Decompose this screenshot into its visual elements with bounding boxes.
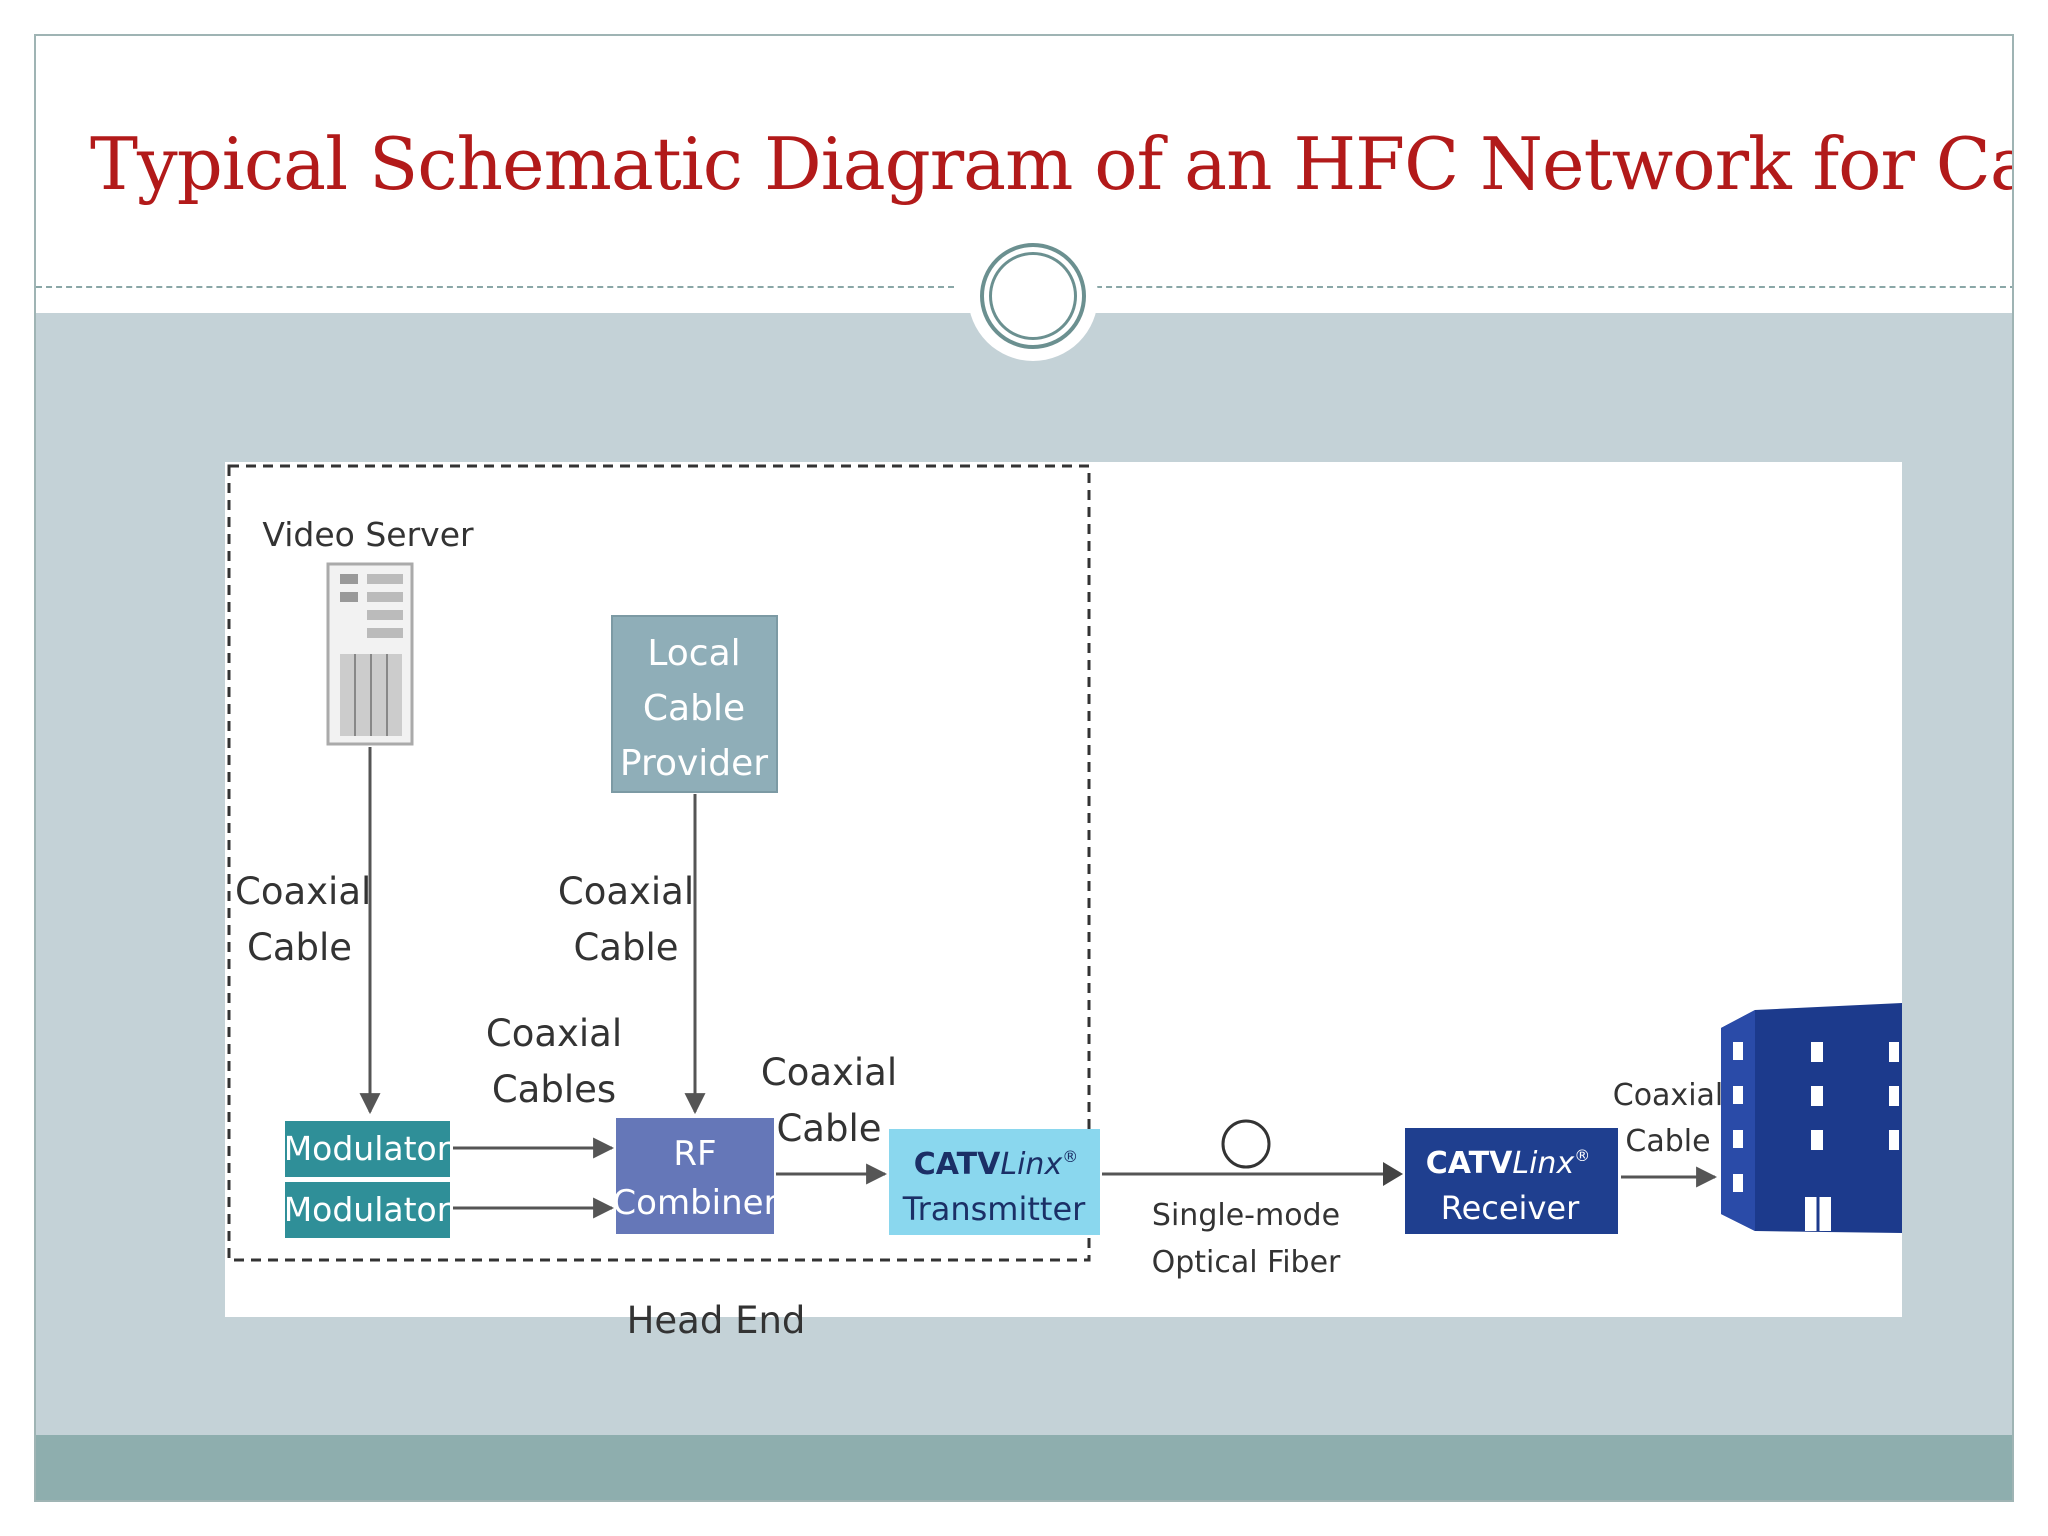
slide-title: Typical Schematic Diagram of an HFC Netw…: [90, 122, 2012, 206]
local-provider-line-2: Cable: [643, 688, 745, 729]
local-provider-line-1: Local: [647, 633, 740, 674]
footer-band: [36, 1435, 2012, 1500]
receiver-brand: CATVLinx®: [1426, 1146, 1590, 1181]
modulator-2-label: Modulator: [284, 1190, 451, 1229]
coax-building-line-1: Coaxial: [1613, 1078, 1724, 1113]
receiver-box: [1405, 1128, 1618, 1234]
transmitter-label: Transmitter: [902, 1190, 1086, 1228]
modulator-2-box: [285, 1182, 450, 1238]
fiber-arrowhead: [1383, 1162, 1403, 1186]
video-server-icon: [326, 562, 414, 746]
rx-brand-catv: CATV: [1426, 1146, 1513, 1181]
video-server-label: Video Server: [262, 515, 474, 554]
coax-left-line-2: Cable: [247, 926, 352, 969]
title-divider-right: [1096, 286, 2012, 288]
receiver-label: Receiver: [1441, 1189, 1580, 1227]
hfc-diagram: Video Server Local Cable Provider Coaxia…: [225, 462, 1902, 1317]
tx-brand-linx: Linx: [1000, 1147, 1062, 1182]
coax-middle-line-1: Coaxial: [558, 870, 694, 913]
coax-cables-line-2: Cables: [492, 1068, 616, 1111]
coax-cables-line-1: Coaxial: [486, 1012, 622, 1055]
fiber-line-1: Single-mode: [1152, 1198, 1340, 1233]
rx-brand-reg: ®: [1574, 1146, 1590, 1165]
rf-combiner-line-2: Combiner: [612, 1183, 777, 1223]
coax-tx-line-2: Cable: [776, 1107, 881, 1150]
rx-brand-linx: Linx: [1512, 1146, 1574, 1181]
slide-frame: Typical Schematic Diagram of an HFC Netw…: [34, 34, 2014, 1502]
tx-brand-catv: CATV: [914, 1147, 1001, 1182]
local-provider-line-3: Provider: [620, 743, 768, 784]
fiber-line-2: Optical Fiber: [1152, 1245, 1341, 1280]
coax-building-line-2: Cable: [1625, 1124, 1710, 1159]
coax-left-line-1: Coaxial: [235, 870, 371, 913]
fiber-loop-icon: [1221, 1119, 1271, 1169]
rf-combiner-box: [616, 1118, 774, 1234]
local-cable-provider-box: [611, 615, 778, 793]
modulator-1-box: [285, 1121, 450, 1177]
title-divider-left: [36, 286, 954, 288]
coax-middle-line-2: Cable: [573, 926, 678, 969]
rf-combiner-line-1: RF: [673, 1134, 716, 1174]
divider-ring-inner: [989, 252, 1077, 340]
modulator-1-label: Modulator: [284, 1129, 451, 1168]
transmitter-brand: CATVLinx®: [914, 1147, 1078, 1182]
coax-tx-line-1: Coaxial: [761, 1051, 897, 1094]
tx-brand-reg: ®: [1062, 1147, 1078, 1166]
transmitter-box: [889, 1129, 1100, 1235]
head-end-label: Head End: [626, 1299, 806, 1342]
head-end-boundary: [227, 464, 1091, 1262]
building-icon: [1721, 1003, 1902, 1233]
